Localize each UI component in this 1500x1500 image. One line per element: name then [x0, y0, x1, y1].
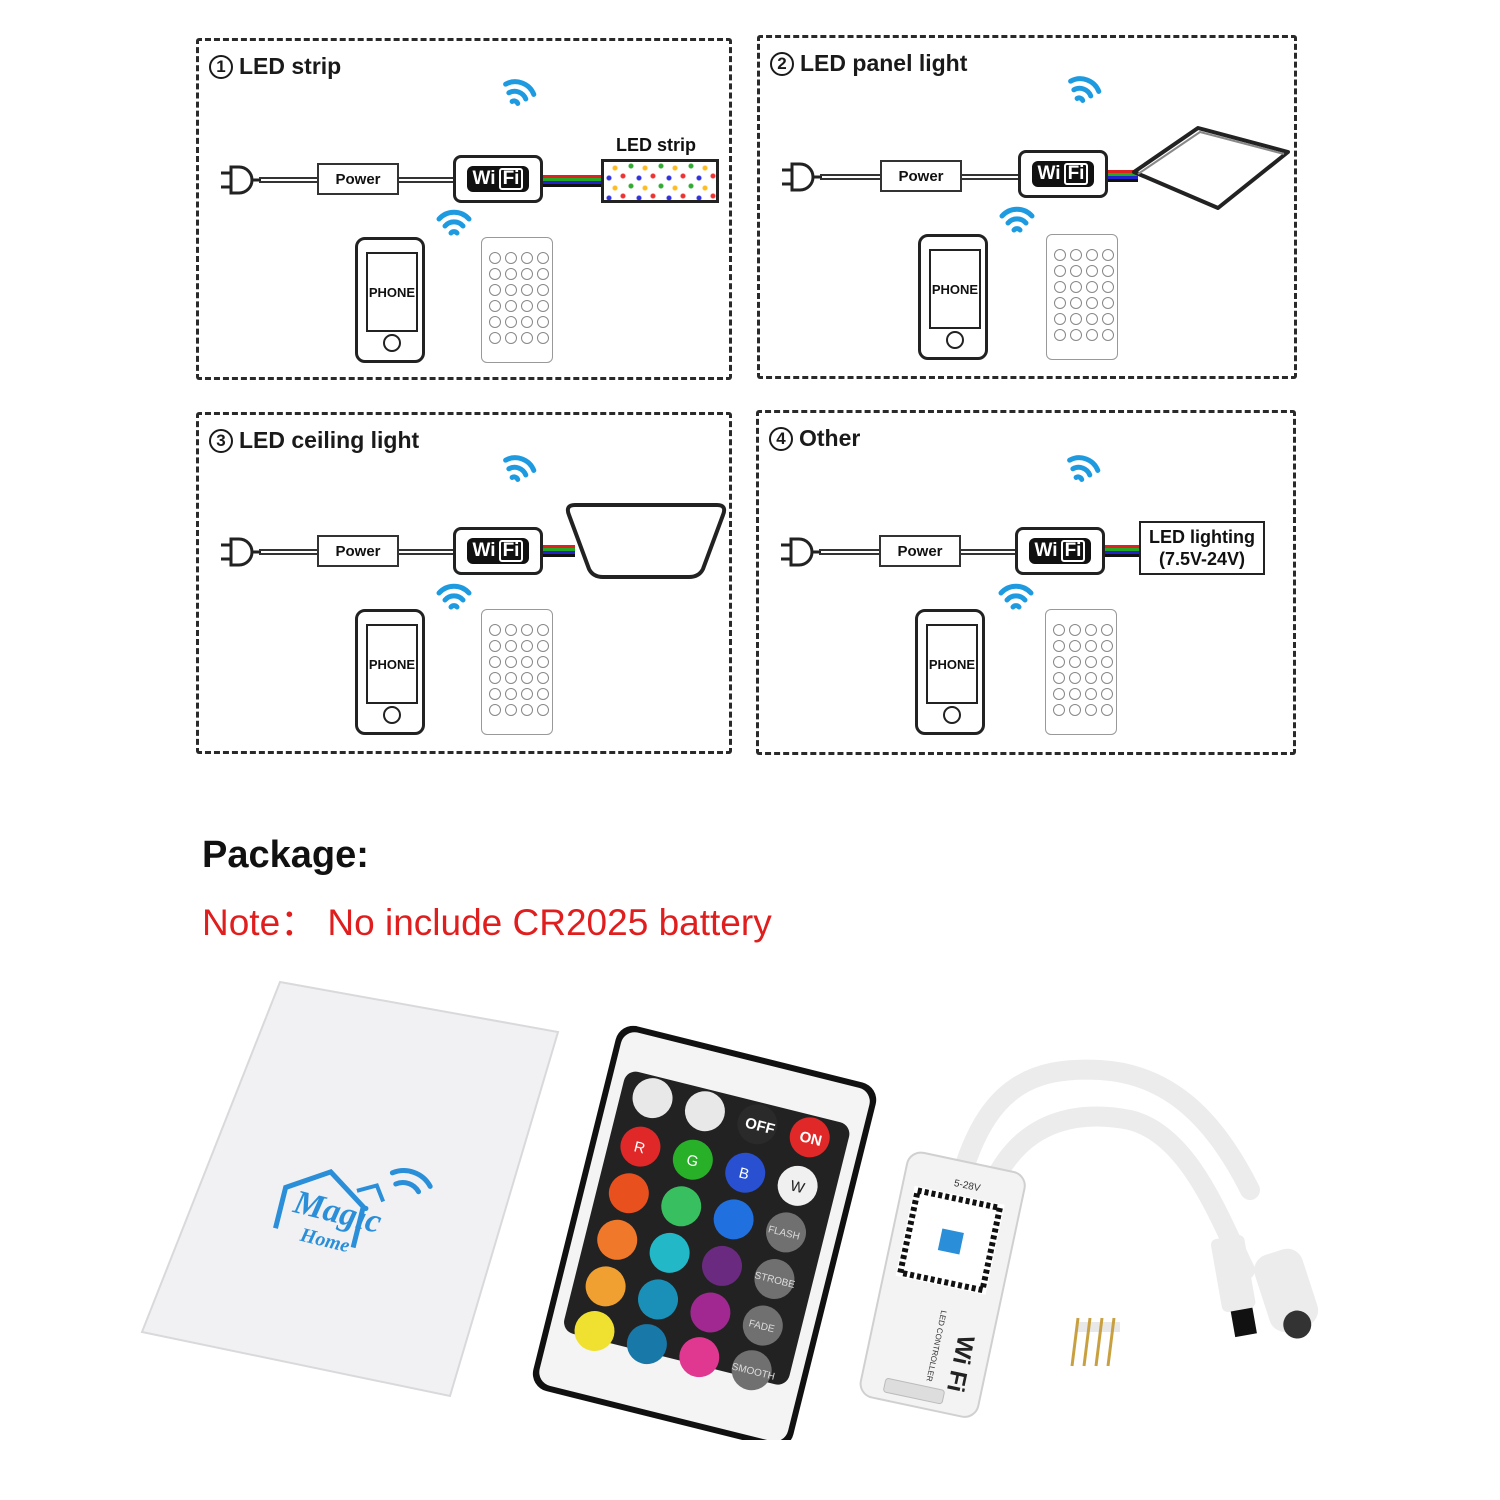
phone-device: PHONE	[355, 237, 425, 363]
ir-remote	[481, 237, 553, 363]
wifi-signal-icon	[436, 583, 472, 610]
wifi-signal-icon	[998, 583, 1034, 610]
ir-remote	[1046, 234, 1118, 360]
device-voltage-label: (7.5V-24V)	[1158, 549, 1246, 569]
panel-number: 3	[209, 428, 233, 453]
pin-header	[1070, 1317, 1120, 1367]
panel-title: 3 LED ceiling light	[209, 427, 419, 454]
remote-off-label: OFF	[743, 1115, 776, 1139]
rgb-cable	[543, 175, 601, 187]
power-cable	[962, 174, 1018, 180]
panel-title-text: LED ceiling light	[239, 427, 420, 453]
remote-b-label: B	[737, 1165, 751, 1184]
power-plug-icon	[782, 162, 822, 192]
ir-remote	[481, 609, 553, 735]
remote-on-label: ON	[798, 1128, 824, 1150]
package-contents-photo: Magic Home OFF ON R G B W FLASH STROBE	[140, 980, 1319, 1440]
panel-number: 1	[209, 54, 233, 79]
phone-screen: PHONE	[366, 252, 418, 332]
led-lighting-device: LED lighting (7.5V-24V)	[1139, 521, 1265, 575]
device-label: LED lighting	[1149, 527, 1255, 547]
power-adapter: Power	[317, 535, 399, 567]
led-strip-device	[601, 159, 719, 203]
phone-device: PHONE	[355, 609, 425, 735]
led-ceiling-light-device	[565, 503, 727, 579]
wifi-led-controller: 5-28V Wi Fi LED CONTROLLER	[859, 1059, 1319, 1418]
power-cable	[259, 549, 317, 555]
fi-text: Fi	[1060, 540, 1086, 562]
controller-voltage: 5-28V	[953, 1178, 982, 1194]
phone-home-button	[383, 706, 401, 724]
wifi-signal-icon	[1067, 455, 1101, 482]
panel-title-text: LED strip	[239, 53, 342, 79]
power-cable	[961, 549, 1015, 555]
phone-device: PHONE	[918, 234, 988, 360]
power-plug-icon	[221, 165, 261, 195]
wifi-signal-icon	[503, 455, 537, 482]
phone-screen: PHONE	[929, 249, 981, 329]
remote-w-label: W	[788, 1177, 807, 1197]
power-cable	[819, 549, 879, 555]
power-plug-icon	[781, 537, 821, 567]
fi-text: Fi	[498, 168, 524, 190]
power-cable	[399, 549, 453, 555]
wifi-text: Wi	[1034, 540, 1058, 561]
power-plug-icon	[221, 537, 261, 567]
rgb-cable	[1105, 545, 1139, 557]
fi-text: Fi	[1063, 163, 1089, 185]
remote-r-label: R	[632, 1138, 647, 1157]
wifi-signal-icon	[503, 79, 537, 106]
panel-title: 1 LED strip	[209, 53, 341, 80]
remote-g-label: G	[685, 1151, 700, 1170]
wifi-text: Wi	[472, 168, 496, 189]
panel-title: 4 Other	[769, 425, 860, 452]
rgb-cable	[543, 545, 575, 557]
phone-home-button	[943, 706, 961, 724]
led-panel-light-device	[1132, 126, 1290, 210]
fi-text: Fi	[498, 540, 524, 562]
phone-home-button	[946, 331, 964, 349]
power-cable	[399, 177, 455, 183]
wifi-signal-icon	[999, 206, 1035, 233]
power-adapter: Power	[879, 535, 961, 567]
wifi-signal-icon	[1068, 76, 1102, 103]
ir-remote	[1045, 609, 1117, 735]
phone-home-button	[383, 334, 401, 352]
user-manual: Magic Home	[140, 980, 560, 1398]
panel-title: 2 LED panel light	[770, 50, 967, 77]
power-adapter: Power	[317, 163, 399, 195]
phone-device: PHONE	[915, 609, 985, 735]
device-label: LED strip	[616, 135, 697, 155]
rgb-cable	[1108, 170, 1138, 182]
panel-number: 2	[770, 51, 794, 76]
panel-title-text: Other	[799, 425, 861, 451]
power-cable	[820, 174, 880, 180]
wifi-signal-icon	[436, 209, 472, 236]
package-title: Package:	[202, 834, 369, 876]
package-note: Note： No include CR2025 battery	[202, 902, 772, 943]
phone-screen: PHONE	[926, 624, 978, 704]
wifi-text: Wi	[1037, 163, 1061, 184]
power-adapter: Power	[880, 160, 962, 192]
power-cable	[259, 177, 317, 183]
panel-title-text: LED panel light	[800, 50, 968, 76]
ir-remote-control: OFF ON R G B W FLASH STROBE FADE SMOOTH	[532, 1025, 877, 1440]
panel-number: 4	[769, 426, 793, 451]
wifi-text: Wi	[472, 540, 496, 561]
phone-screen: PHONE	[366, 624, 418, 704]
